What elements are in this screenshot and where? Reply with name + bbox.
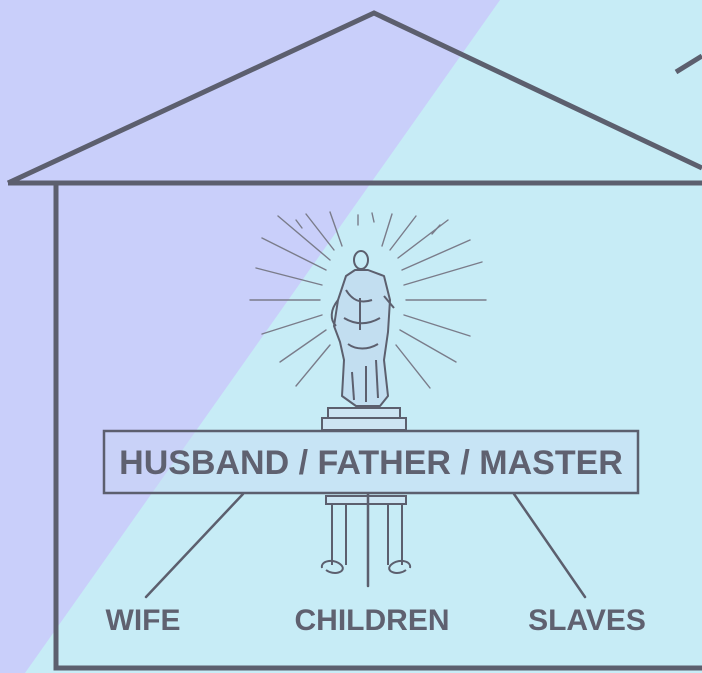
member-label-children: CHILDREN (295, 604, 450, 637)
member-label-slaves: SLAVES (528, 604, 646, 637)
head-label: HUSBAND / FATHER / MASTER (119, 444, 623, 482)
member-label-wife: WIFE (106, 604, 181, 637)
